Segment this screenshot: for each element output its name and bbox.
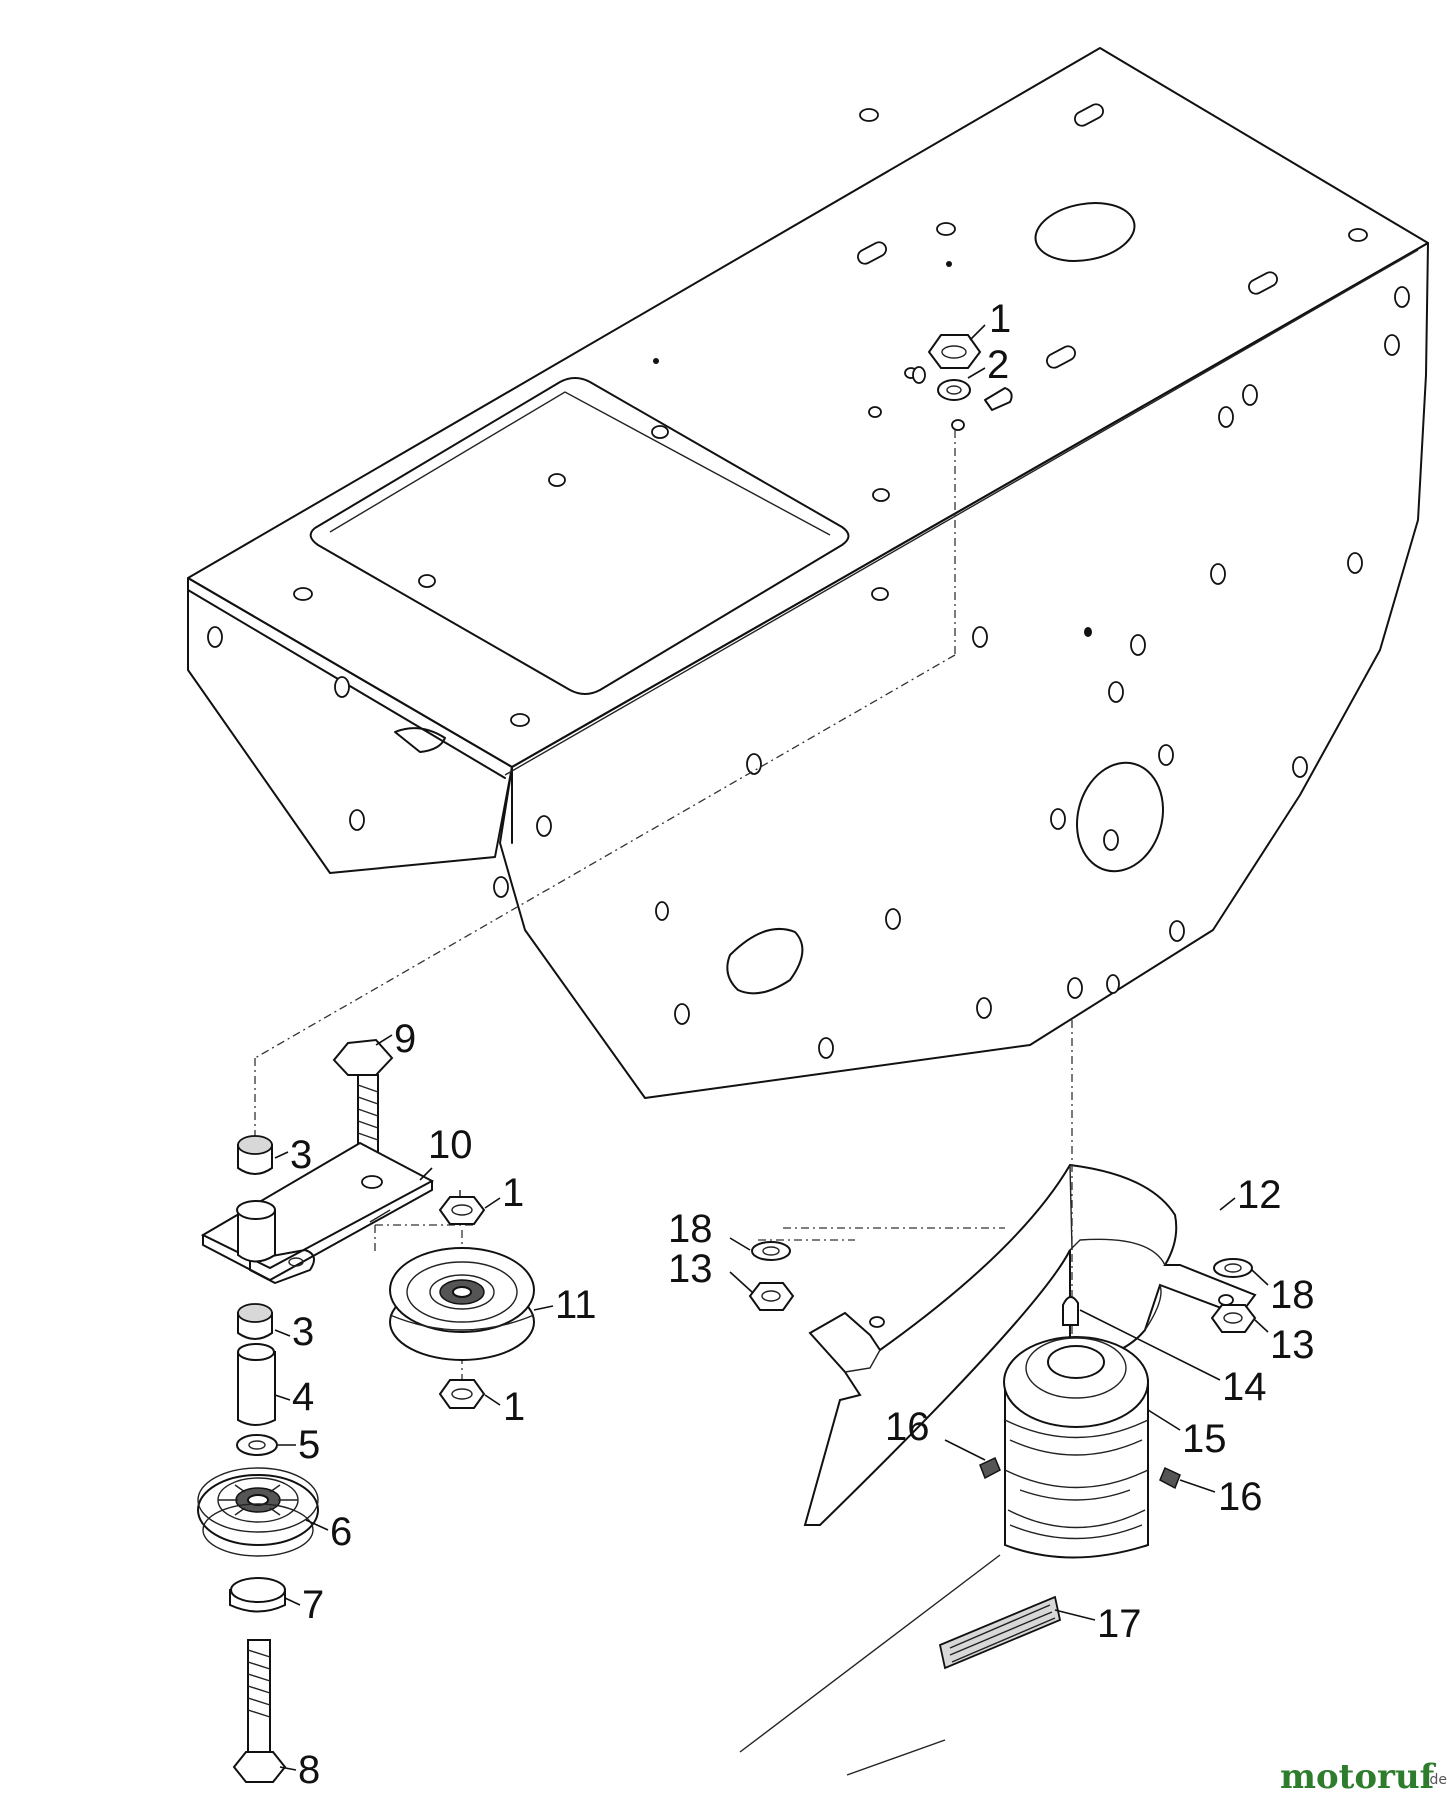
guard-fasteners-left — [748, 1239, 855, 1311]
callout-12: 12 — [1237, 1173, 1282, 1217]
callout-11: 11 — [555, 1283, 597, 1327]
callout-1: 1 — [503, 1385, 525, 1429]
callout-18: 18 — [1270, 1273, 1315, 1317]
callout-3: 3 — [292, 1310, 314, 1354]
callout-5: 5 — [298, 1423, 320, 1467]
callout-17: 17 — [1097, 1602, 1142, 1646]
top-nut-assembly — [254, 334, 1013, 1150]
belt-guard — [783, 1163, 1257, 1526]
leader-lines — [274, 324, 1269, 1771]
callout-16: 16 — [885, 1405, 930, 1449]
callout-18: 18 — [668, 1207, 713, 1251]
callout-13: 13 — [1270, 1323, 1315, 1367]
callout-8: 8 — [298, 1748, 320, 1792]
callout-1: 1 — [502, 1171, 524, 1215]
callout-4: 4 — [292, 1375, 314, 1419]
callout-3: 3 — [290, 1133, 312, 1177]
guard-fasteners-right — [1210, 1258, 1257, 1333]
callout-6: 6 — [330, 1510, 352, 1554]
callout-15: 15 — [1182, 1417, 1227, 1461]
chassis-frame — [187, 47, 1429, 1099]
idler-pulley-assembly — [389, 1196, 535, 1409]
callout-7: 7 — [302, 1583, 324, 1627]
idler-bracket-assembly — [197, 1038, 475, 1783]
watermark-brand: motoruf — [1280, 1757, 1437, 1797]
callout-10: 10 — [428, 1123, 473, 1167]
watermark: motoruf .de — [1280, 1757, 1447, 1797]
callout-2: 2 — [987, 343, 1009, 387]
callout-13: 13 — [668, 1247, 713, 1291]
callout-14: 14 — [1222, 1365, 1267, 1409]
callout-16: 16 — [1218, 1475, 1263, 1519]
watermark-tld: .de — [1425, 1772, 1447, 1788]
callout-9: 9 — [394, 1017, 416, 1061]
callout-labels: 1 2 9 3 10 1 11 3 4 5 1 6 7 8 12 18 13 1… — [290, 297, 1315, 1792]
callout-1: 1 — [989, 297, 1011, 341]
drive-pulley-assembly — [739, 1020, 1181, 1776]
